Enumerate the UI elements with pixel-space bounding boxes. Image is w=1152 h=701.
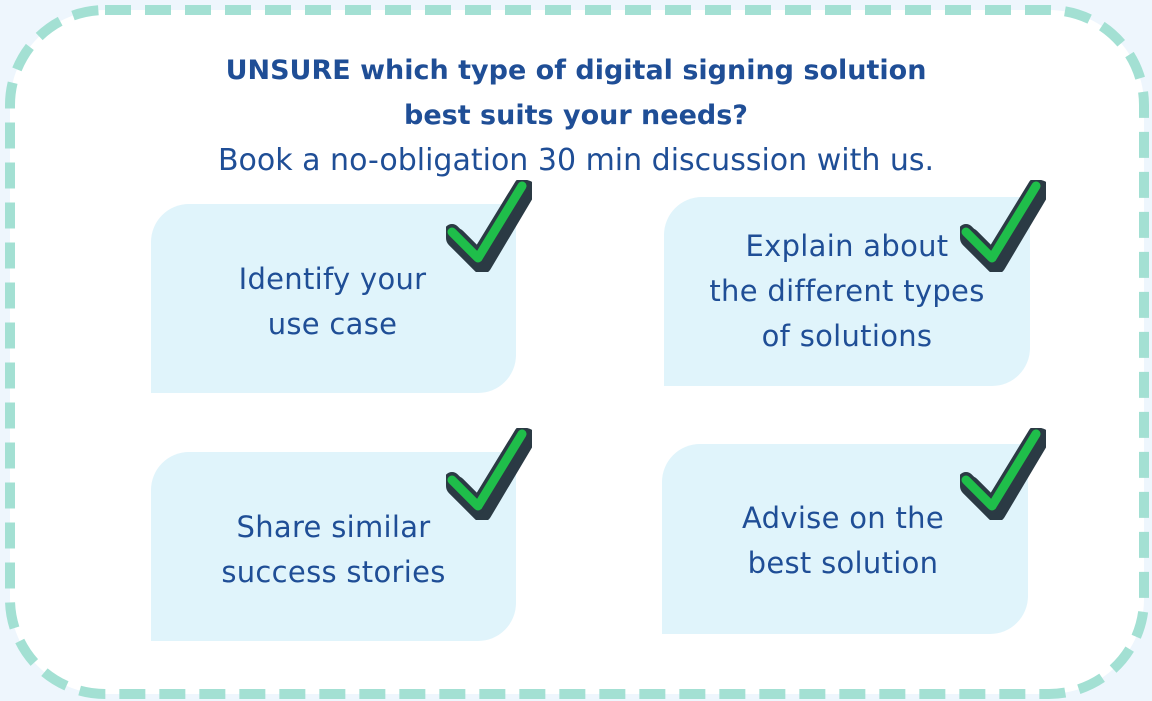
card-text: Advise on the best solution (742, 496, 944, 586)
headline-line-1: UNSURE which type of digital signing sol… (225, 55, 927, 86)
card-text: Share similar success stories (221, 505, 445, 595)
card-line: Share similar (236, 509, 431, 544)
checkmark-icon (960, 428, 1046, 520)
card-line: best solution (747, 546, 939, 580)
card-line: Advise on the (742, 501, 944, 535)
card-line: Identify your (238, 261, 427, 296)
card-line: the different types (709, 274, 985, 308)
card-line: Explain about (745, 229, 949, 263)
checkmark-icon (960, 180, 1046, 272)
card-line: of solutions (761, 319, 933, 353)
subtitle: Book a no-obligation 30 min discussion w… (217, 143, 935, 178)
card-text: Identify your use case (239, 257, 427, 347)
card-share-success-stories: Share similar success stories (151, 452, 516, 641)
headline-line-2: best suits your needs? (404, 100, 748, 131)
card-line: use case (267, 306, 398, 341)
checkmark-icon (446, 180, 532, 272)
card-text: Explain about the different types of sol… (709, 224, 984, 359)
checkmark-icon (446, 428, 532, 520)
card-line: success stories (221, 554, 446, 589)
